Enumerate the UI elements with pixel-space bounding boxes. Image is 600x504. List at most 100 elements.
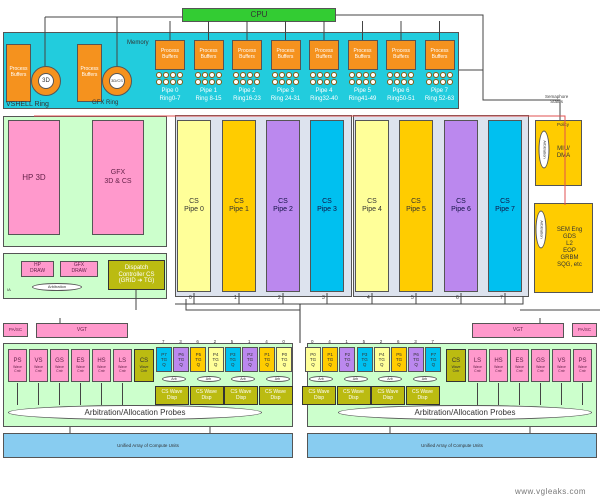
pipe-process-buffers: Process Buffers	[270, 40, 301, 70]
ring-range-label: Ring 8-15	[195, 95, 222, 102]
tgq-number: 7	[431, 339, 434, 344]
wave-cntr-sub: Wave Cntr	[536, 364, 545, 373]
ring-slot-icon	[310, 79, 316, 85]
tgq-box: P7 TG Q	[156, 347, 172, 372]
ring-slot-icon	[348, 72, 355, 78]
hp-draw-box: HP DRAW	[21, 261, 54, 277]
arb-ellipse: Arb	[343, 376, 368, 382]
vgt-box: VGT	[36, 323, 128, 338]
ring-slot-icon	[394, 79, 400, 85]
ia-label: IA	[7, 287, 11, 292]
pipe-process-buffers: Process Buffers	[232, 40, 262, 70]
arbitration-probes: Arbitration/Allocation Probes	[338, 405, 592, 420]
cs-wave-cntr-sub: Wave Cntr	[451, 364, 461, 373]
ring-buffer-icon	[387, 72, 415, 86]
ring-slot-icon	[369, 72, 376, 78]
ring-slot-icon	[285, 72, 292, 78]
cs-pipe-number: 0	[189, 295, 192, 301]
ring-slot-icon	[233, 72, 239, 78]
cs-pipe-number: 4	[367, 295, 370, 301]
cs-wave-cntr-sub: Wave Cntr	[139, 364, 149, 373]
cs-pipe-number: 6	[456, 295, 459, 301]
ring-buffer-icon	[310, 72, 338, 86]
pipe-bus	[175, 296, 524, 305]
ring-slot-icon	[240, 72, 246, 78]
unified-compute-array: Unified Array of Compute Units	[3, 433, 293, 458]
ring-slot-icon	[348, 79, 355, 85]
tgq-number: 0	[311, 339, 314, 344]
ring-slot-icon	[271, 79, 278, 85]
wave-cntr-name: LS	[473, 358, 482, 365]
wave-cntr-name: GS	[55, 358, 64, 365]
ring-range-label: Ring32-40	[310, 95, 338, 102]
ring-slot-icon	[177, 72, 183, 78]
cs-pipe-number: 5	[411, 295, 414, 301]
ring-range-label: Ring0-7	[159, 95, 181, 102]
cs-wave-disp-box: CS Wave Disp	[258, 386, 293, 405]
ring-slot-icon	[387, 79, 393, 85]
pipe-process-buffers: Process Buffers	[155, 40, 185, 70]
gfx-draw-box: GFX DRAW	[60, 261, 98, 277]
ring-slot-icon	[362, 79, 369, 85]
cs-wave-disp-box: CS Wave Disp	[336, 386, 371, 405]
gfx-ring-label: 3D/CS	[109, 73, 125, 89]
cs-wave-disp-box: CS Wave Disp	[155, 386, 189, 405]
pipe-process-buffers: Process Buffers	[386, 40, 416, 70]
tgq-box: P5 TG Q	[391, 347, 407, 372]
wave-cntr-sub: Wave Cntr	[494, 364, 503, 373]
pa-sc-box: PA/SC	[572, 323, 597, 337]
tgq-number: 2	[379, 339, 383, 344]
ring-slot-icon	[170, 79, 176, 85]
wave-cntr-name: GS	[536, 358, 545, 365]
tgq-box: P0 TG Q	[276, 347, 293, 372]
ring-slot-icon	[278, 72, 285, 78]
cs-pipe-number: 7	[500, 295, 503, 301]
cs-wave-disp-box: CS Wave Disp	[371, 386, 405, 405]
cs-pipe-2: CS Pipe 2	[266, 120, 300, 292]
arb-ellipse: Arb	[309, 376, 333, 382]
tgq-box: P6 TG Q	[173, 347, 190, 372]
arb-ellipse: Arb	[231, 376, 255, 382]
tgq-number: 7	[162, 339, 165, 344]
wave-cntr-name: HS	[494, 358, 503, 365]
ring-slot-icon	[324, 79, 330, 85]
ring-slot-icon	[408, 72, 414, 78]
gfx-ring-icon	[102, 66, 132, 96]
arb-ellipse: Arb	[412, 376, 437, 382]
wave-cntr-sub: Wave Cntr	[76, 364, 85, 373]
ring-slot-icon	[233, 79, 239, 85]
wave-cntr-sub: Wave Cntr	[557, 364, 566, 373]
ring-range-label: Ring 52-63	[424, 95, 455, 102]
tgq-box: P5 TG Q	[190, 347, 207, 372]
cs-pipe-number: 3	[322, 295, 325, 301]
ring-buffer-icon	[194, 72, 223, 86]
ring-slot-icon	[387, 72, 393, 78]
tgq-box: P2 TG Q	[242, 347, 258, 372]
arb-ellipse: Arb	[162, 376, 186, 382]
ring-buffer-icon	[271, 72, 300, 86]
wave-cntr-name: PS	[13, 358, 22, 365]
tgq-number: 4	[328, 339, 331, 344]
pipe-label: Pipe 4	[315, 87, 333, 94]
tgq-number: 1	[248, 339, 251, 344]
wave-cntr-name: VS	[34, 358, 43, 365]
cs-wave-cntr-name: CS	[451, 358, 461, 365]
cs-pipe-5: CS Pipe 5	[399, 120, 433, 292]
pipe-process-buffers: Process Buffers	[347, 40, 378, 70]
tgq-number: 6	[196, 339, 199, 344]
wave-cntr-sub: Wave Cntr	[473, 364, 482, 373]
connector	[185, 299, 300, 311]
pipe-label: Pipe 7	[430, 87, 448, 94]
tgq-number: 5	[362, 339, 366, 344]
vshell-ring-label: 3D	[38, 73, 54, 89]
ring-slot-icon	[355, 79, 362, 85]
gfx-ring-name: GFX Ring	[92, 100, 119, 106]
wave-cntr-name: VS	[557, 358, 566, 365]
cs-pipe-6: CS Pipe 6	[444, 120, 478, 292]
ring-slot-icon	[208, 79, 215, 85]
